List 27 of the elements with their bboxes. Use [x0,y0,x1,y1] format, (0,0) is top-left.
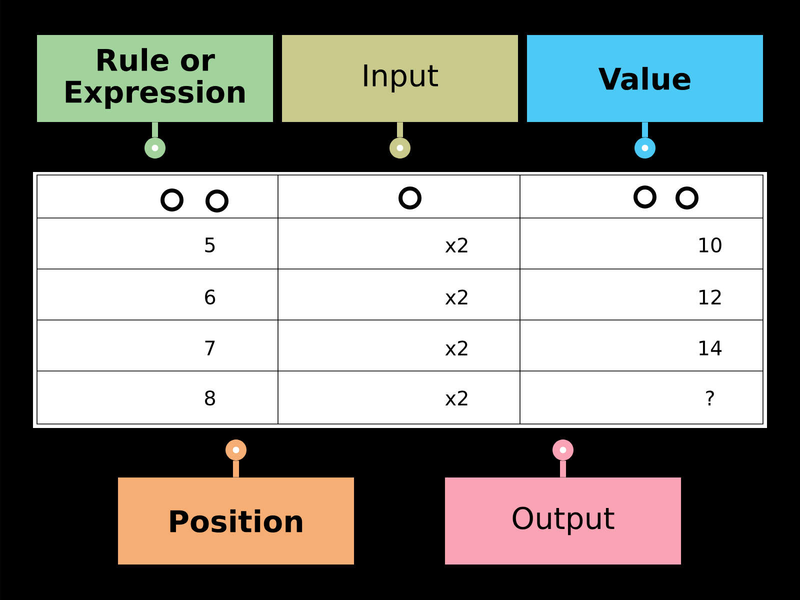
table-cell-text: 7 [205,340,215,356]
table-cell-text: ? [706,390,714,406]
table-cell-text: x2 [445,238,468,252]
table-cell-text: x2 [445,390,468,406]
pin-stem [233,460,239,478]
table-cell-text: 8 [205,390,215,406]
pin-stem [642,122,648,138]
table-cell-text: 5 [205,238,215,252]
label-tile: Rule or Expression [37,35,273,122]
pin-dot [634,137,656,158]
table-cell-text: x2 [445,290,468,304]
label-tile: Position [118,477,354,564]
pin-dot [552,439,574,460]
label-tile: Value [527,35,763,122]
table-cell-text: 6 [205,289,216,305]
label-tile: Input [282,35,518,122]
table-cell-text: x2 [445,340,468,356]
pin-dot [144,137,166,158]
table-cell-text: 10 [700,237,722,253]
pin-stem [560,460,566,478]
pin-stem [397,122,403,138]
pin-dot [226,439,246,460]
pin-dot [390,137,410,158]
pin-stem [152,122,158,138]
table-cell-text: 12 [700,290,721,304]
label-tile: Output [445,477,681,564]
table-cell-text: 14 [700,340,722,356]
